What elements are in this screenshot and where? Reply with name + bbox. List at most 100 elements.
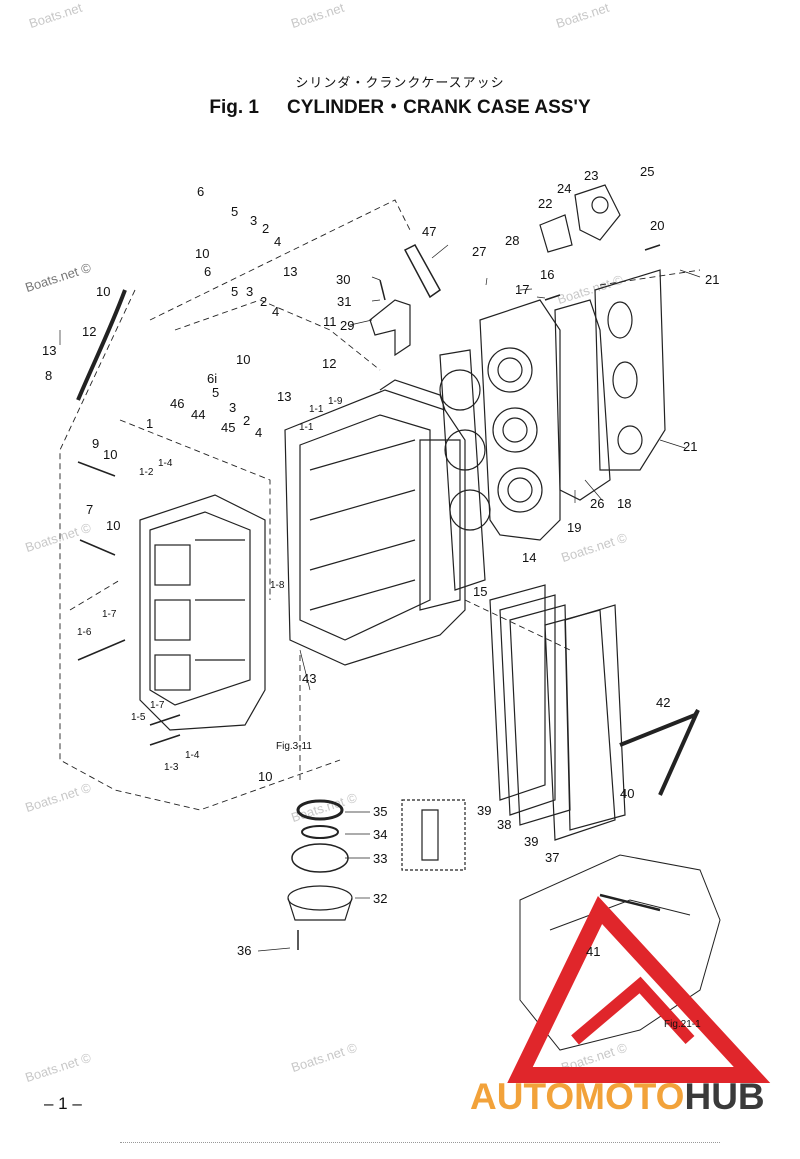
bracket-29 [369, 299, 411, 357]
callout: 17 [515, 282, 529, 297]
callout: 4 [272, 304, 279, 319]
callout: 10 [103, 447, 117, 462]
callout: 40 [620, 786, 634, 801]
logo-text-dark: HUB [684, 1076, 765, 1117]
thermostat-assembly [539, 184, 621, 253]
callout: 24 [557, 181, 571, 196]
title-text: CYLINDER・CRANK CASE ASS'Y [287, 97, 591, 118]
anode-47 [403, 244, 441, 299]
callout: 13 [277, 389, 291, 404]
callout: 2 [260, 294, 267, 309]
callout: 7 [86, 502, 93, 517]
callout: 2 [262, 221, 269, 236]
automotohub-logo-mark [507, 895, 771, 1083]
crank-case [284, 379, 466, 666]
callout: 39 [524, 834, 538, 849]
leader-lines [59, 244, 701, 952]
callout: 10 [258, 769, 272, 784]
title-japanese: シリンダ・クランクケースアッシ [295, 75, 505, 90]
callout: 1-7 [102, 609, 117, 620]
callout: 36 [237, 943, 251, 958]
callout: 11 [323, 314, 337, 329]
callout: 5 [231, 204, 238, 219]
callout: 4 [274, 234, 281, 249]
callout: 1-7 [150, 700, 165, 711]
callout: 37 [545, 850, 559, 865]
callout: 6 [204, 264, 211, 279]
callout: 43 [302, 671, 316, 686]
callout: 5 [231, 284, 238, 299]
logo-text-orange: AUTOMOTO [470, 1076, 685, 1117]
callout: 42 [656, 695, 670, 710]
callout: 13 [283, 264, 297, 279]
cylinder-head [479, 299, 561, 541]
callout: 10 [236, 352, 250, 367]
callout: 12 [322, 356, 336, 371]
hose-8 [76, 289, 127, 401]
lower-cowling [519, 854, 721, 1051]
callout: 9 [92, 436, 99, 451]
automotohub-logo: AUTOMOTOHUB [470, 1076, 765, 1118]
callout: 27 [472, 244, 486, 259]
head-cover [554, 269, 666, 501]
callout: 18 [617, 496, 631, 511]
callout: Fig.3-11 [276, 741, 312, 752]
callout: 30 [336, 272, 350, 287]
callout: 35 [373, 804, 387, 819]
callout: 1-8 [270, 580, 285, 591]
callout: 2 [243, 413, 250, 428]
callout: 1-6 [77, 627, 92, 638]
callout: Fig.21-1 [664, 1019, 701, 1030]
callout: 19 [567, 520, 581, 535]
callout: 5 [212, 385, 219, 400]
exhaust-covers [489, 584, 626, 841]
callout: 23 [584, 168, 598, 183]
callout: 1 [146, 416, 153, 431]
hose-42 [619, 708, 700, 796]
callout: 45 [221, 420, 235, 435]
callout: 26 [590, 496, 604, 511]
footer-divider [120, 1142, 720, 1143]
callout: 44 [191, 407, 205, 422]
inset-detail [401, 799, 466, 871]
callout: 22 [538, 196, 552, 211]
callout: 3 [229, 400, 236, 415]
callout: 15 [473, 584, 487, 599]
callout: 1-1 [299, 422, 314, 433]
callout: 8 [45, 368, 52, 383]
callout: 6i [207, 371, 217, 386]
dashed-boundary [59, 199, 701, 811]
callout: 29 [340, 318, 354, 333]
callout: 3 [246, 284, 253, 299]
callout: 1-4 [185, 750, 200, 761]
callout: 21 [683, 439, 697, 454]
callout: 46 [170, 396, 184, 411]
callout: 1-2 [139, 467, 154, 478]
callout: 1-1 [309, 404, 324, 415]
callout: 41 [586, 944, 600, 959]
callout: 38 [497, 817, 511, 832]
callout: 33 [373, 851, 387, 866]
callout: 16 [540, 267, 554, 282]
figure-label: Fig. 1 [209, 97, 259, 118]
callout: 1-5 [131, 712, 146, 723]
callout: 14 [522, 550, 536, 565]
callout: 20 [650, 218, 664, 233]
callout: 34 [373, 827, 387, 842]
callout: 13 [42, 343, 56, 358]
callout: 28 [505, 233, 519, 248]
callout: 10 [96, 284, 110, 299]
callout: 6 [197, 184, 204, 199]
bolts [77, 244, 661, 950]
callout: 25 [640, 164, 654, 179]
lower-seal-stack [287, 799, 353, 921]
callout: 3 [250, 213, 257, 228]
callout: 4 [255, 425, 262, 440]
callout: 32 [373, 891, 387, 906]
page-number: – 1 – [44, 1094, 82, 1113]
page-title: Fig. 1 CYLINDER・CRANK CASE ASS'Y [0, 92, 800, 119]
callout: 10 [106, 518, 120, 533]
callout: 12 [82, 324, 96, 339]
cylinder-block [139, 494, 266, 731]
